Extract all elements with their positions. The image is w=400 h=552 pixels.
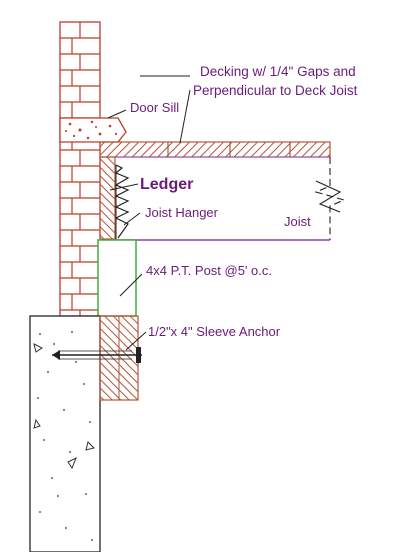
label-post: 4x4 P.T. Post @5' o.c. <box>146 263 272 278</box>
label-joist-hanger: Joist Hanger <box>145 205 219 220</box>
door-sill <box>59 117 127 143</box>
brick-wall <box>59 21 101 317</box>
label-joist: Joist <box>284 214 311 229</box>
label-ledger: Ledger <box>140 176 193 193</box>
label-decking-line1: Decking w/ 1/4" Gaps and <box>200 64 356 79</box>
decking-boards <box>99 141 331 158</box>
sleeve-anchor <box>52 347 142 363</box>
joist-hanger <box>114 164 130 239</box>
ledger-leader <box>109 183 139 191</box>
door-sill-leader <box>107 109 127 119</box>
post-4x4 <box>97 239 137 317</box>
leader-lines <box>107 75 191 351</box>
joist <box>115 156 346 241</box>
ledger-board <box>99 156 116 240</box>
post-leader <box>119 273 143 297</box>
label-decking-line2: Perpendicular to Deck Joist <box>193 83 358 98</box>
label-sleeve-anchor: 1/2"x 4" Sleeve Anchor <box>148 324 281 339</box>
label-door-sill: Door Sill <box>130 100 179 115</box>
sleeve-anchor-leader <box>125 331 147 351</box>
decking-leader-2 <box>179 89 191 144</box>
brick-wall-outline <box>59 21 101 317</box>
joist-hanger-leader <box>123 212 141 226</box>
